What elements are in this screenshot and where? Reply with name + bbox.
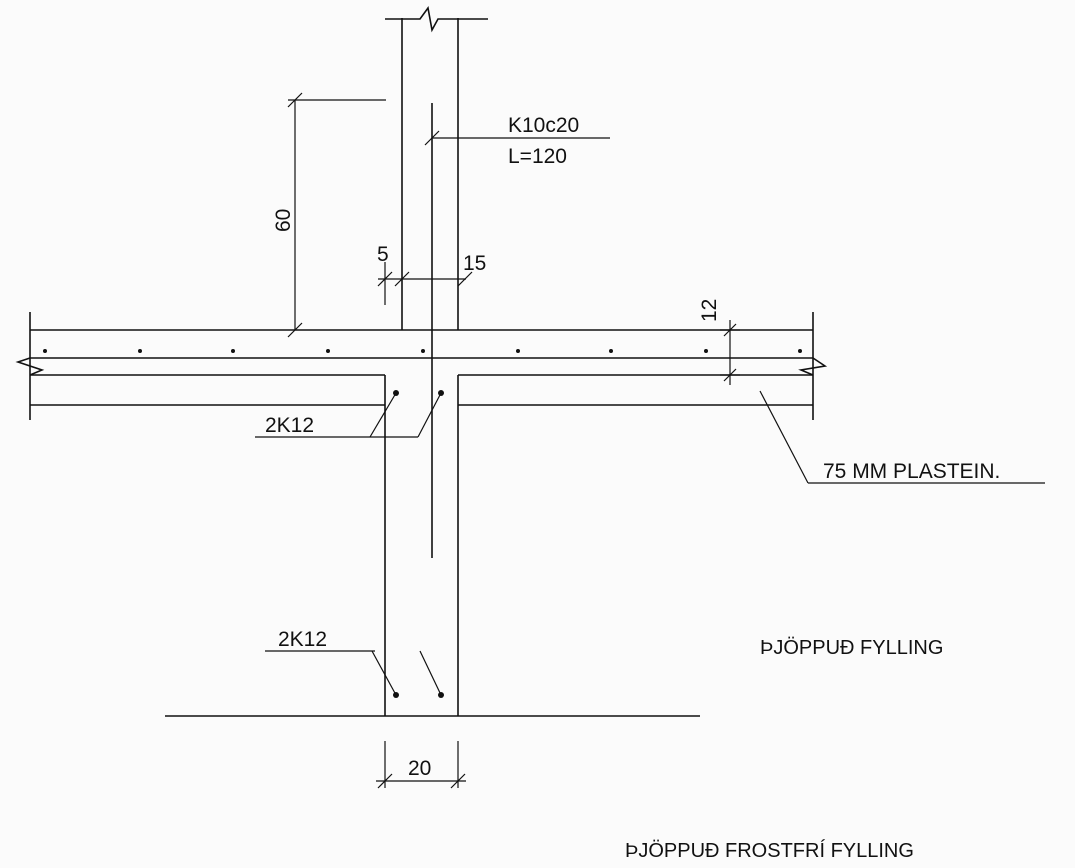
frost-free-fill-label: ÞJÖPPUÐ FROSTFRÍ FYLLING [625, 839, 914, 862]
dimension-60-label: 60 [272, 209, 295, 232]
rebar-length-label: L=120 [508, 145, 567, 168]
dimension-20-label: 20 [408, 757, 431, 780]
dimension-5-label: 5 [377, 243, 389, 266]
lower-bars-leader [265, 650, 442, 696]
lower-bars-label: 2K12 [278, 628, 327, 651]
dimension-15-label: 15 [463, 252, 486, 275]
compacted-fill-label: ÞJÖPPUÐ FYLLING [760, 637, 943, 659]
left-break-symbol [15, 357, 45, 376]
dimension-12-label: 12 [698, 299, 721, 322]
break-symbol [385, 6, 488, 33]
right-break-symbol [798, 357, 828, 376]
dimension-60 [287, 92, 386, 338]
dimension-12 [720, 320, 740, 385]
wall-above [385, 6, 488, 330]
slab-rebar-dots [43, 349, 802, 353]
rebar-spec-label: K10c20 [508, 114, 579, 137]
starter-rebar [424, 103, 610, 558]
insulation-label: 75 MM PLASTEIN. [823, 460, 1000, 483]
upper-bars-label: 2K12 [265, 414, 314, 437]
dimension-5-15 [377, 262, 473, 305]
dimension-20 [376, 741, 466, 789]
foundation-wall [165, 375, 700, 717]
upper-bars-leader [255, 392, 442, 438]
insulation-leader [759, 390, 1045, 484]
floor-slab [15, 312, 828, 420]
